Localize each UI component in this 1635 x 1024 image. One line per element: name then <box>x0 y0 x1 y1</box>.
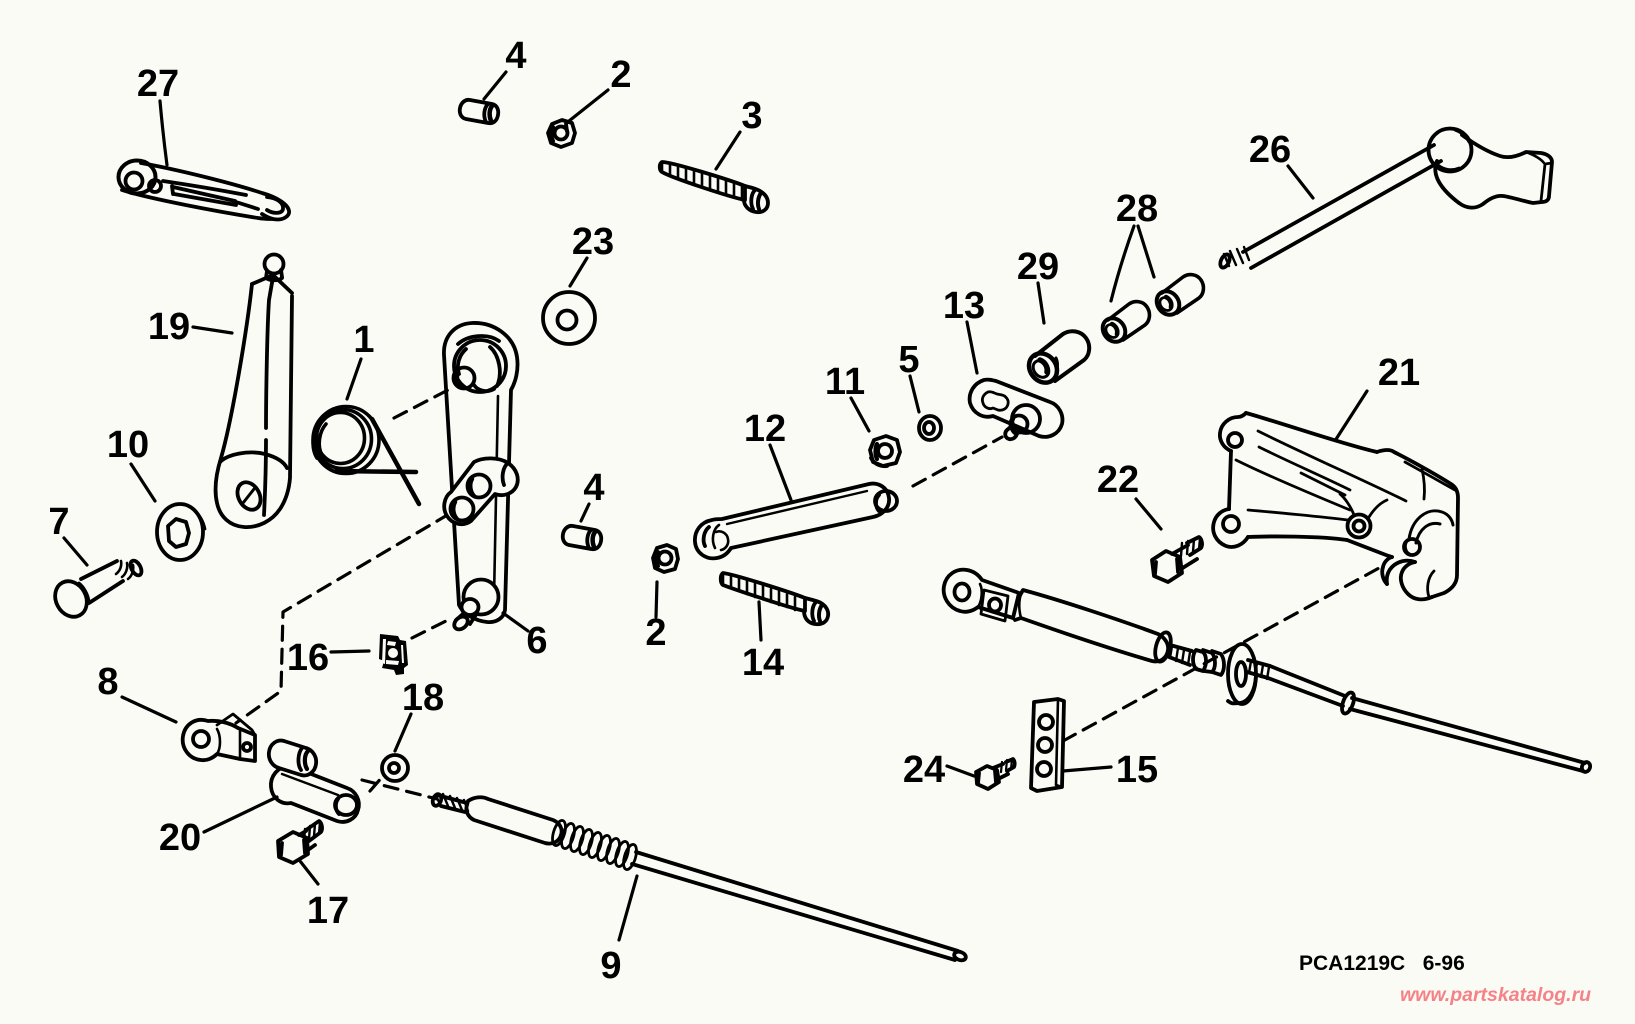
svg-text:28: 28 <box>1116 188 1158 230</box>
svg-text:4: 4 <box>505 35 526 77</box>
svg-text:12: 12 <box>744 408 786 450</box>
svg-text:24: 24 <box>903 749 945 791</box>
svg-text:7: 7 <box>48 501 69 543</box>
svg-text:6: 6 <box>526 620 547 662</box>
svg-text:27: 27 <box>137 63 179 105</box>
svg-text:11: 11 <box>825 361 865 403</box>
svg-text:16: 16 <box>287 637 329 679</box>
svg-text:22: 22 <box>1097 459 1139 501</box>
svg-text:14: 14 <box>742 642 784 684</box>
svg-text:1: 1 <box>353 319 374 361</box>
svg-text:3: 3 <box>741 95 762 137</box>
svg-text:26: 26 <box>1249 129 1291 171</box>
svg-text:29: 29 <box>1017 246 1059 288</box>
svg-text:2: 2 <box>610 54 631 96</box>
svg-text:15: 15 <box>1116 749 1158 791</box>
svg-text:8: 8 <box>97 661 118 703</box>
svg-text:19: 19 <box>148 306 190 348</box>
svg-text:5: 5 <box>898 339 919 381</box>
svg-text:21: 21 <box>1378 352 1420 394</box>
svg-text:10: 10 <box>107 424 149 466</box>
svg-text:23: 23 <box>572 221 614 263</box>
svg-text:9: 9 <box>600 945 621 987</box>
svg-text:PCA1219C 6-96: PCA1219C 6-96 <box>1299 952 1465 975</box>
svg-text:2: 2 <box>645 612 666 654</box>
svg-text:18: 18 <box>402 677 444 719</box>
svg-text:www.partskatalog.ru: www.partskatalog.ru <box>1400 984 1591 1006</box>
svg-text:4: 4 <box>583 467 604 509</box>
svg-text:20: 20 <box>159 817 201 859</box>
svg-text:17: 17 <box>307 890 349 932</box>
svg-text:13: 13 <box>943 285 985 327</box>
